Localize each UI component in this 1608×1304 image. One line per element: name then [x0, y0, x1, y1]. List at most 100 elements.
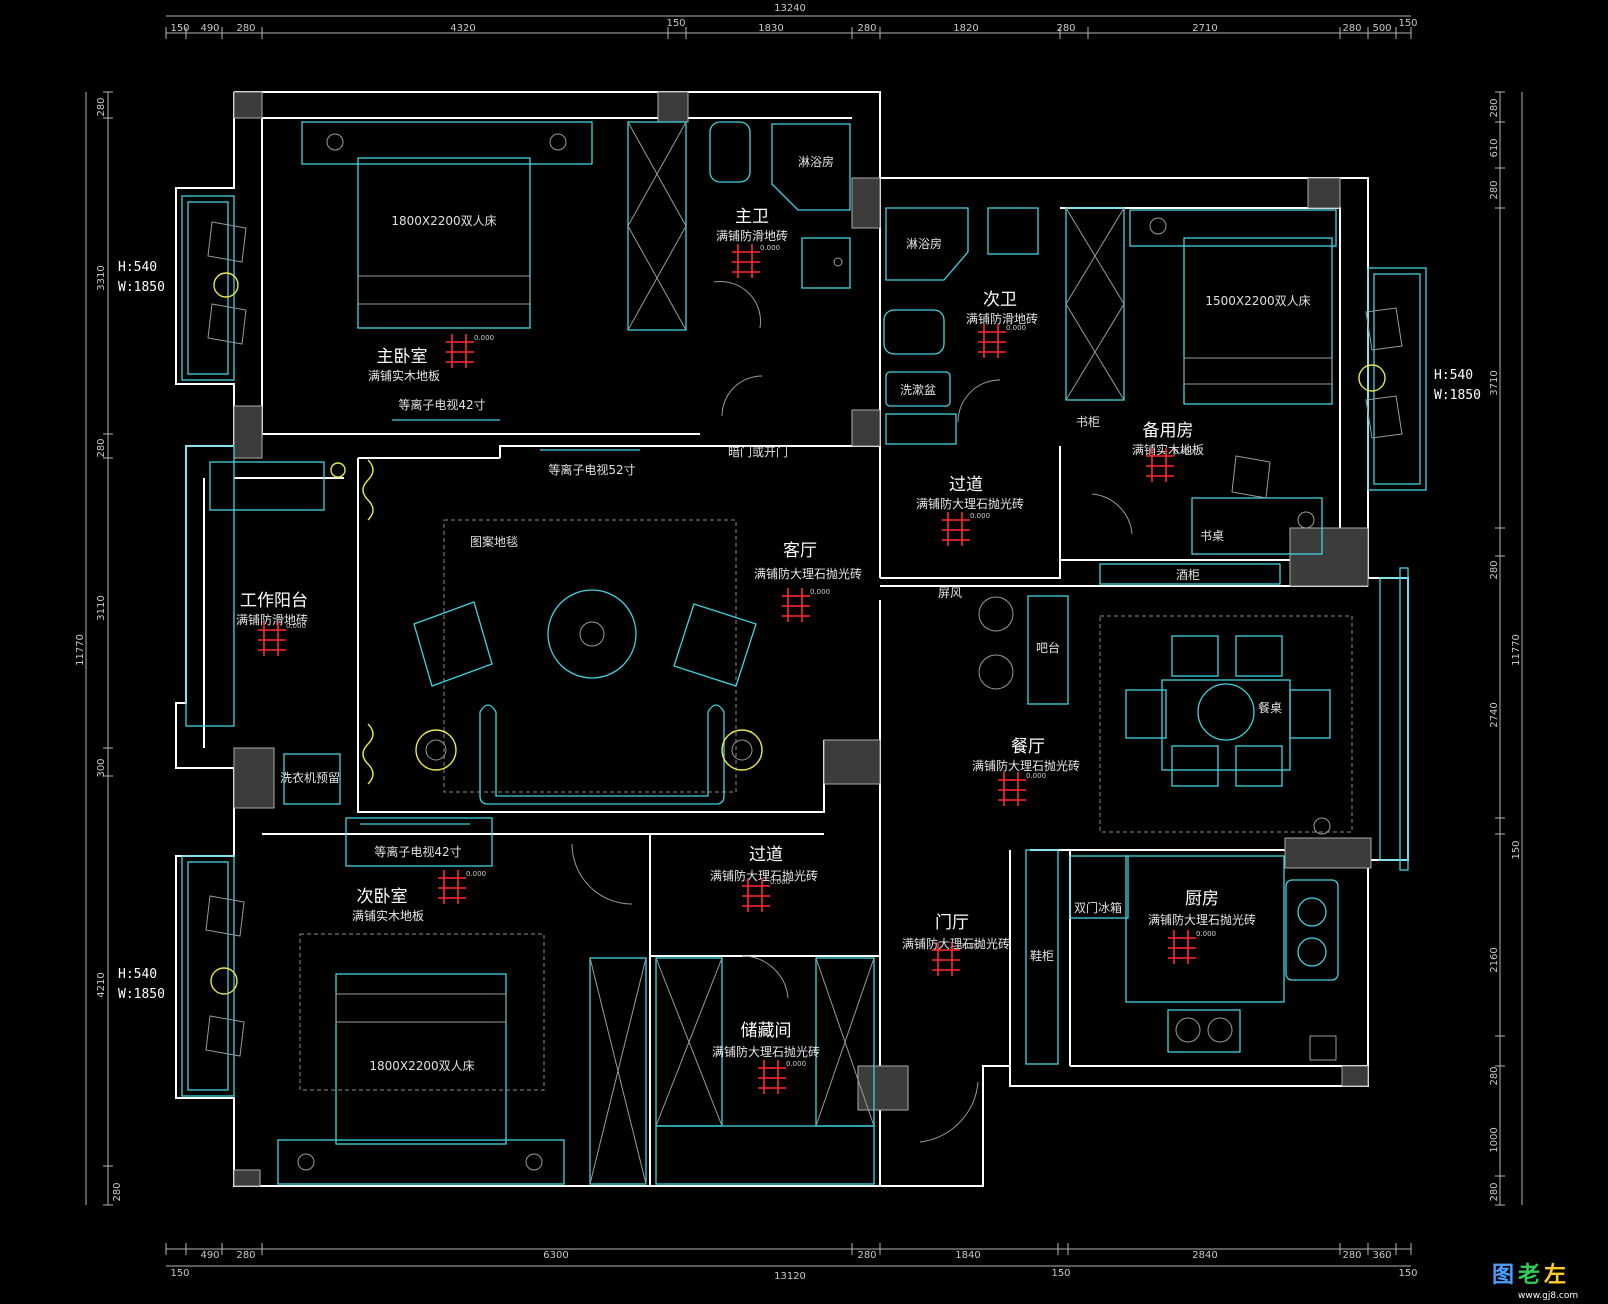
master-wardrobe — [627, 121, 687, 331]
window-left-top-h: H:540 — [118, 260, 157, 275]
second-bed: 1800X2200双人床 — [277, 933, 565, 1185]
elevation-marker: 0.000 — [942, 512, 990, 546]
room-floor-master-bedroom: 满铺实木地板 — [368, 368, 440, 383]
elevation-value: 0.000 — [970, 512, 990, 520]
dim-bottom-2: 280 — [236, 1250, 255, 1261]
desk-label: 书桌 — [1200, 529, 1224, 543]
room-floor-second-bedroom: 满铺实木地板 — [352, 908, 424, 923]
dim-top-3: 4320 — [450, 23, 475, 34]
dim-bottom-8: 280 — [1342, 1250, 1361, 1261]
dim-right-1: 610 — [1489, 138, 1500, 157]
dim-right-2: 280 — [1489, 180, 1500, 199]
shoe-cabinet-label: 鞋柜 — [1030, 948, 1054, 963]
watermark-logo: 图 老 左 www.gj8.com — [1492, 1262, 1578, 1301]
room-floor-work-balcony: 满铺防滑地砖 — [236, 612, 308, 627]
svg-text:左: 左 — [1544, 1262, 1566, 1288]
living-room-furniture: 图案地毯 — [362, 459, 763, 805]
elevation-value: 0.000 — [1196, 930, 1216, 938]
dim-top-2: 280 — [236, 23, 255, 34]
kitchen-fixtures: 双门冰箱 — [1069, 855, 1339, 1061]
dim-left-3: 3110 — [96, 595, 107, 620]
wine-cabinet-label: 酒柜 — [1176, 568, 1200, 582]
shoe-cabinet — [1025, 849, 1059, 1065]
dim-left-6: 280 — [112, 1182, 123, 1201]
dim-right-overall: 11770 — [1511, 634, 1522, 666]
dim-bottom-10: 150 — [1398, 1268, 1417, 1279]
room-name-spare-room: 备用房 — [1143, 421, 1194, 441]
balcony-fixtures: 洗衣机预留 — [209, 461, 346, 805]
elevation-marker: 0.000 — [732, 244, 780, 278]
bar-label: 吧台 — [1036, 640, 1060, 655]
dim-left-overall: 11770 — [75, 634, 86, 666]
dim-top-segments: 150 490 280 4320 150 1830 280 1820 280 2… — [170, 18, 1417, 34]
room-floor-kitchen: 满铺防大理石抛光砖 — [1148, 912, 1256, 927]
elevation-marker: 0.000 — [438, 870, 486, 904]
elevation-value: 0.000 — [810, 588, 830, 596]
dim-top-overall: 13240 — [774, 3, 806, 14]
dining-table-label: 餐桌 — [1258, 700, 1282, 715]
room-name-corridor-north: 过道 — [949, 475, 983, 495]
dim-bottom-4: 280 — [857, 1250, 876, 1261]
dim-right-0: 280 — [1489, 98, 1500, 117]
dim-bottom-6: 150 — [1051, 1268, 1070, 1279]
elevation-value: 0.000 — [466, 870, 486, 878]
carpet-label: 图案地毯 — [470, 534, 518, 549]
elevation-value: 0.000 — [1006, 324, 1026, 332]
tv-second-label: 等离子电视42寸 — [374, 844, 461, 859]
dim-left-2: 280 — [96, 438, 107, 457]
bookshelf-label: 书柜 — [1076, 415, 1100, 429]
basin-label: 洗漱盆 — [900, 383, 936, 397]
dim-top-0: 150 — [170, 23, 189, 34]
washer-label: 洗衣机预留 — [280, 770, 340, 785]
room-name-work-balcony: 工作阳台 — [240, 591, 308, 611]
room-floor-master-bath: 满铺防滑地砖 — [716, 228, 788, 243]
dim-right-10: 280 — [1489, 1182, 1500, 1201]
shower-master-label: 淋浴房 — [798, 154, 834, 169]
dim-top-12: 150 — [1398, 18, 1417, 29]
spare-desk — [1191, 497, 1323, 555]
tv-living-label: 等离子电视52寸 — [548, 462, 635, 477]
screen-label: 屏风 — [938, 586, 962, 600]
bed-spare-label: 1500X2200双人床 — [1205, 294, 1310, 308]
spare-bookshelf — [1065, 207, 1125, 401]
dim-bottom-0: 150 — [170, 1268, 189, 1279]
room-name-master-bedroom: 主卧室 — [377, 347, 428, 367]
elevation-marker: 0.000 — [782, 588, 830, 622]
window-seat-right — [1358, 307, 1403, 439]
dim-left-1: 3310 — [96, 265, 107, 290]
window-labels: H:540 W:1850 H:540 W:1850 H:540 W:1850 — [118, 260, 1481, 1002]
bed-second-label: 1800X2200双人床 — [369, 1059, 474, 1073]
door-swings — [571, 280, 1133, 1143]
master-bed: 1800X2200双人床 — [301, 121, 593, 329]
elevation-value: 0.000 — [960, 942, 980, 950]
elevation-value: 0.000 — [1174, 448, 1194, 456]
window-left-bottom-w: W:1850 — [118, 987, 165, 1002]
dim-top-9: 2710 — [1192, 23, 1217, 34]
svg-text:老: 老 — [1517, 1262, 1540, 1288]
elevation-markers: 0.000 0.000 0.000 0.000 0.000 0.000 0.000 0.000… — [258, 244, 1216, 1094]
room-name-second-bath: 次卫 — [983, 290, 1017, 310]
room-name-second-bedroom: 次卧室 — [357, 887, 408, 907]
room-floor-living-room: 满铺防大理石抛光砖 — [754, 566, 862, 581]
structural-columns — [233, 91, 1372, 1187]
room-floor-storage: 满铺防大理石抛光砖 — [712, 1044, 820, 1059]
dimension-lines — [85, 15, 1523, 1267]
dim-right-7: 2160 — [1489, 947, 1500, 972]
dim-bottom-1: 490 — [200, 1250, 219, 1261]
room-floor-spare-room: 满铺实木地板 — [1132, 442, 1204, 457]
room-labels: 主卧室 满铺实木地板 主卫 满铺防滑地砖 次卫 满铺防滑地砖 备用房 满铺实木地… — [236, 207, 1256, 1059]
window-left-top-w: W:1850 — [118, 280, 165, 295]
elevation-value: 0.000 — [770, 878, 790, 886]
windows — [181, 195, 1427, 1097]
dim-right-4: 280 — [1489, 560, 1500, 579]
room-floor-foyer: 满铺防大理石抛光砖 — [902, 936, 1010, 951]
room-floor-dining-room: 满铺防大理石抛光砖 — [972, 758, 1080, 773]
room-name-storage: 储藏间 — [741, 1021, 792, 1041]
elevation-value: 0.000 — [286, 622, 306, 630]
spare-bed: 1500X2200双人床 — [1129, 209, 1337, 405]
dim-bottom-5: 1840 — [955, 1250, 980, 1261]
dim-top-4: 150 — [666, 18, 685, 29]
room-floor-second-bath: 满铺防滑地砖 — [966, 311, 1038, 326]
wine-cabinet — [1099, 563, 1281, 585]
fridge-label: 双门冰箱 — [1074, 900, 1122, 915]
